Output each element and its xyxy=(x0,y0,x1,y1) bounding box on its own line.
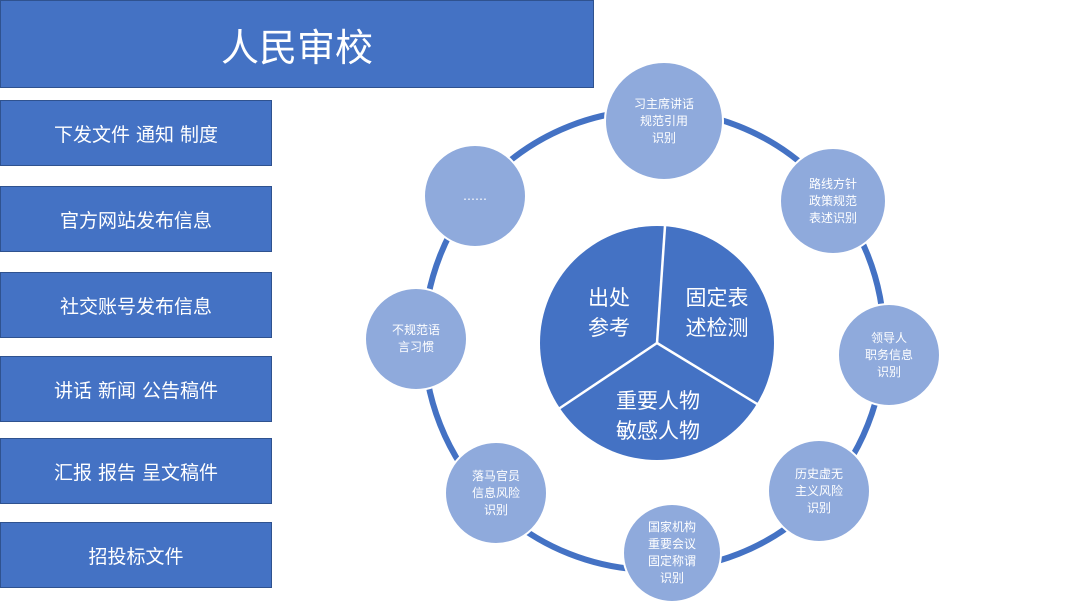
source-item-speech: 讲话 新闻 公告稿件 xyxy=(0,356,272,422)
node-historical-nihilism-circle xyxy=(767,439,871,543)
source-item-documents: 下发文件 通知 制度 xyxy=(0,100,272,166)
center-label-fixed-expression: 固定表 述检测 xyxy=(685,286,749,340)
node-leader-title-label: 领导人 职务信息 识别 xyxy=(864,330,913,379)
node-more-circle xyxy=(423,144,527,248)
center-divider-left xyxy=(556,341,658,412)
center-label-key-persons: 重要人物 敏感人物 xyxy=(616,389,700,443)
node-fallen-officials-label: 落马官员 信息风险 识别 xyxy=(471,468,520,517)
center-label-source: 出处 参考 xyxy=(588,286,630,340)
node-state-institution-label: 国家机构 重要会议 固定称谓 识别 xyxy=(647,520,696,585)
source-item-report: 汇报 报告 呈文稿件 xyxy=(0,438,272,504)
node-leader-title-circle xyxy=(837,303,941,407)
node-nonstandard-language-circle xyxy=(364,287,468,391)
center-divider-top xyxy=(655,225,667,344)
node-xi-speech-circle xyxy=(604,61,724,181)
source-item-bidding: 招投标文件 xyxy=(0,522,272,588)
node-state-institution-circle xyxy=(622,503,722,603)
page-title: 人民审校 xyxy=(0,0,594,88)
source-item-social: 社交账号发布信息 xyxy=(0,272,272,338)
node-policy-line-label: 路线方针 政策规范 表述识别 xyxy=(808,176,857,225)
node-more-label: …… xyxy=(463,188,487,203)
center-divider-right xyxy=(656,341,768,412)
source-item-website: 官方网站发布信息 xyxy=(0,186,272,252)
node-nonstandard-language-label: 不规范语 言习惯 xyxy=(391,323,440,354)
node-historical-nihilism-label: 历史虚无 主义风险 识别 xyxy=(794,466,843,515)
node-policy-line-circle xyxy=(779,147,887,255)
node-xi-speech-label: 习主席讲话 规范引用 识别 xyxy=(633,96,694,145)
node-fallen-officials-circle xyxy=(444,441,548,545)
